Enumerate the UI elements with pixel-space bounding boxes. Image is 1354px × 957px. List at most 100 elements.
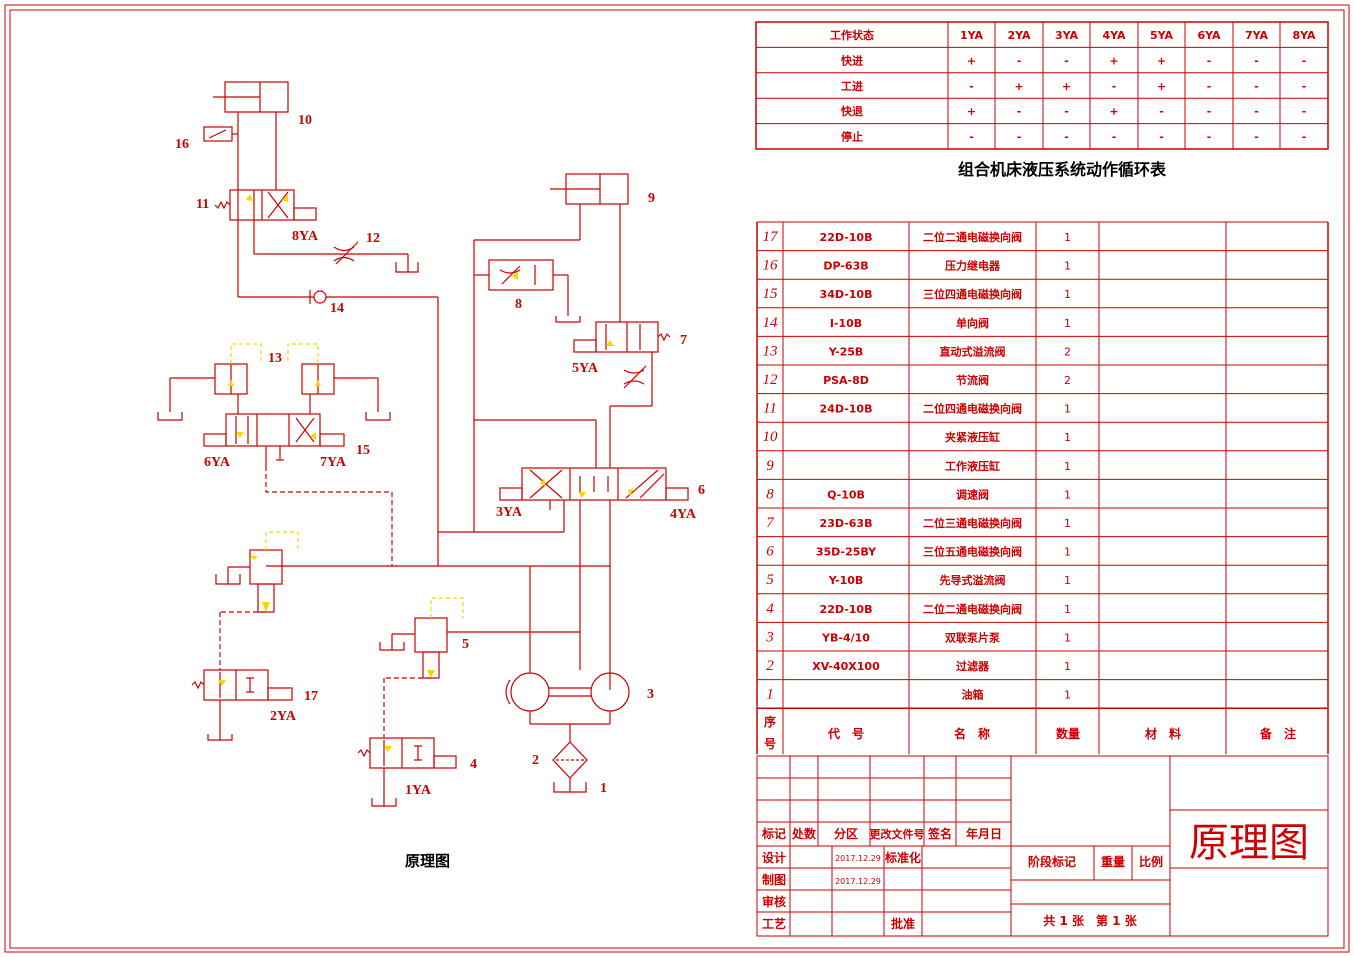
tb-date: 年月日 — [966, 826, 1002, 841]
action-cell: + — [1109, 105, 1118, 118]
action-cell: - — [1064, 131, 1069, 144]
action-cell: - — [1207, 54, 1212, 67]
tb-mark: 标记 — [761, 826, 786, 841]
part-code: 22D-10B — [820, 603, 873, 616]
part-code: YB-4/10 — [821, 631, 870, 644]
part-qty: 1 — [1064, 288, 1071, 301]
work-cylinder — [473, 173, 629, 533]
label-15: 15 — [356, 443, 370, 458]
part-name: 单向阀 — [956, 316, 989, 330]
action-header-cell: 4YA — [1102, 29, 1126, 42]
tb-review: 审核 — [762, 894, 786, 909]
part-qty: 1 — [1064, 431, 1071, 444]
oil-tank-1 — [553, 782, 587, 793]
action-cell: + — [967, 54, 976, 67]
clamp-cylinder — [213, 81, 289, 190]
part-seq: 15 — [763, 286, 779, 302]
action-cell: - — [969, 131, 974, 144]
part-code: Y-10B — [828, 574, 864, 587]
part-code: DP-63B — [823, 260, 868, 273]
action-cell: + — [1062, 80, 1071, 93]
part-seq: 17 — [763, 229, 780, 245]
part-seq: 8 — [766, 486, 774, 502]
valve-2-2-solenoid-17 — [191, 669, 293, 741]
label-4: 4 — [470, 757, 477, 772]
pilot-relief-valve-upper — [215, 531, 299, 670]
double-vane-pump-3 — [505, 566, 630, 742]
part-name: 压力继电器 — [945, 259, 1001, 273]
action-cell: - — [1017, 131, 1022, 144]
action-cell: - — [1254, 105, 1259, 118]
action-cell: - — [1112, 80, 1117, 93]
part-seq: 9 — [766, 458, 774, 474]
part-code: Y-25B — [828, 345, 864, 358]
label-14: 14 — [330, 301, 344, 316]
header-name: 名 称 — [954, 726, 990, 741]
part-qty: 1 — [1064, 517, 1071, 530]
label-4ya: 4YA — [670, 507, 697, 522]
part-name: 二位三通电磁换向阀 — [923, 516, 1022, 530]
relief-valve-13-right — [287, 343, 391, 421]
action-header-cell: 3YA — [1055, 29, 1079, 42]
part-code: I-10B — [830, 317, 862, 330]
label-11: 11 — [196, 197, 209, 212]
label-12: 12 — [366, 231, 380, 246]
part-qty: 1 — [1064, 260, 1071, 273]
action-cell: - — [1159, 131, 1164, 144]
part-code: 34D-10B — [820, 288, 873, 301]
part-code: 23D-63B — [820, 517, 873, 530]
action-cell: - — [1254, 131, 1259, 144]
part-seq: 14 — [763, 315, 779, 331]
part-name: 夹紧液压缸 — [945, 430, 1000, 444]
diagram-labels: 10 16 11 8YA 12 14 13 6YA 7YA 15 9 8 7 5… — [175, 113, 705, 870]
header-note: 备 注 — [1259, 726, 1296, 741]
label-1: 1 — [600, 781, 607, 796]
action-cell: + — [1157, 80, 1166, 93]
part-qty: 1 — [1064, 546, 1071, 559]
diagram-caption: 原理图 — [405, 852, 450, 870]
valve-2-4-solenoid-11 — [214, 189, 419, 297]
part-code: Q-10B — [827, 488, 865, 501]
tb-count: 处数 — [791, 826, 817, 841]
part-name: 直动式溢流阀 — [940, 344, 1006, 358]
part-seq: 12 — [763, 372, 779, 388]
tb-design: 设计 — [762, 850, 786, 865]
label-17: 17 — [304, 689, 318, 704]
part-code: 24D-10B — [820, 403, 873, 416]
label-3ya: 3YA — [496, 505, 523, 520]
action-cell: - — [1017, 54, 1022, 67]
part-name: 调速阀 — [956, 487, 989, 501]
title-block-text: 标记 处数 分区 更改文件号 签名 年月日 设计 制图 审核 工艺 2017.1… — [761, 820, 1309, 931]
label-2ya: 2YA — [270, 709, 297, 724]
action-header-cell: 8YA — [1292, 29, 1316, 42]
label-9: 9 — [648, 191, 655, 206]
part-seq: 5 — [766, 572, 774, 588]
label-5: 5 — [462, 637, 469, 652]
part-name: 过滤器 — [956, 659, 990, 673]
part-seq: 4 — [766, 601, 774, 617]
part-name: 二位二通电磁换向阀 — [923, 230, 1022, 244]
header-seq-2: 号 — [764, 736, 776, 751]
part-code: 22D-10B — [820, 231, 873, 244]
tb-docno: 更改文件号 — [870, 827, 925, 841]
action-cell: - — [1302, 80, 1307, 93]
tb-sign: 签名 — [927, 826, 952, 841]
inner-border — [9, 9, 1345, 949]
valve-3-5-solenoid-6 — [499, 467, 689, 690]
part-qty: 2 — [1064, 345, 1071, 358]
tb-stage: 阶段标记 — [1028, 854, 1076, 869]
part-name: 油箱 — [962, 688, 984, 702]
action-header-cell: 工作状态 — [830, 28, 874, 42]
label-7: 7 — [680, 333, 687, 348]
title-block — [756, 755, 1329, 937]
action-header-cell: 1YA — [960, 29, 984, 42]
part-code: PSA-8D — [823, 374, 869, 387]
tb-date-design: 2017.12.29 — [835, 854, 881, 863]
part-name: 节流阀 — [956, 373, 989, 387]
part-seq: 13 — [763, 343, 778, 359]
action-cell: 快退 — [840, 104, 863, 118]
label-5ya: 5YA — [572, 361, 599, 376]
label-16: 16 — [175, 137, 189, 152]
